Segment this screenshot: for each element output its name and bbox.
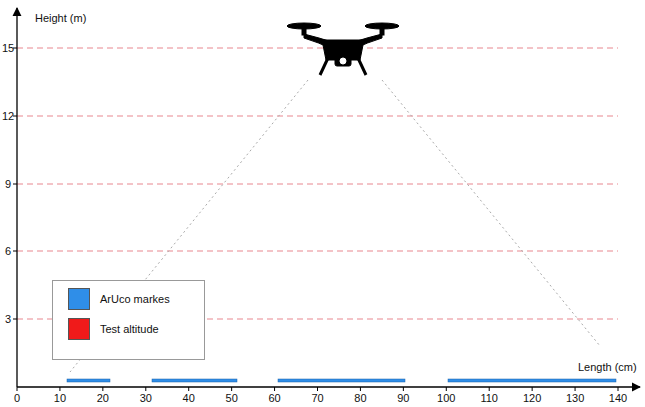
legend-label: Test altitude xyxy=(100,323,159,336)
drone-illustration xyxy=(287,23,399,75)
tick-label: 110 xyxy=(480,392,498,405)
tick-label: 20 xyxy=(97,392,109,405)
legend-swatch xyxy=(68,288,90,310)
legend-label: ArUco markes xyxy=(100,293,170,306)
axis-title: Length (cm) xyxy=(578,361,637,374)
tick-label: 80 xyxy=(354,392,366,405)
tick-label: 60 xyxy=(268,392,280,405)
tick-label: 90 xyxy=(397,392,409,405)
tick-label: 30 xyxy=(140,392,152,405)
camera-view-lines xyxy=(70,80,600,372)
axes xyxy=(17,8,640,387)
legend-swatch xyxy=(68,318,90,340)
tick-label: 12 xyxy=(2,110,14,123)
tick-label: 50 xyxy=(226,392,238,405)
tick-label: 40 xyxy=(183,392,195,405)
tick-label: 140 xyxy=(609,392,627,405)
height-gridlines xyxy=(17,48,618,319)
tick-label: 130 xyxy=(566,392,584,405)
tick-label: 120 xyxy=(523,392,541,405)
tick-label: 10 xyxy=(54,392,66,405)
axis-ticks xyxy=(13,48,618,391)
tick-label: 6 xyxy=(5,245,11,258)
tick-label: 0 xyxy=(14,392,20,405)
tick-label: 3 xyxy=(5,313,11,326)
tick-label: 100 xyxy=(437,392,455,405)
tick-label: 15 xyxy=(2,42,14,55)
tick-label: 9 xyxy=(5,178,11,191)
aruco-markers xyxy=(67,379,616,382)
axis-title: Height (m) xyxy=(35,12,86,25)
tick-label: 70 xyxy=(311,392,323,405)
